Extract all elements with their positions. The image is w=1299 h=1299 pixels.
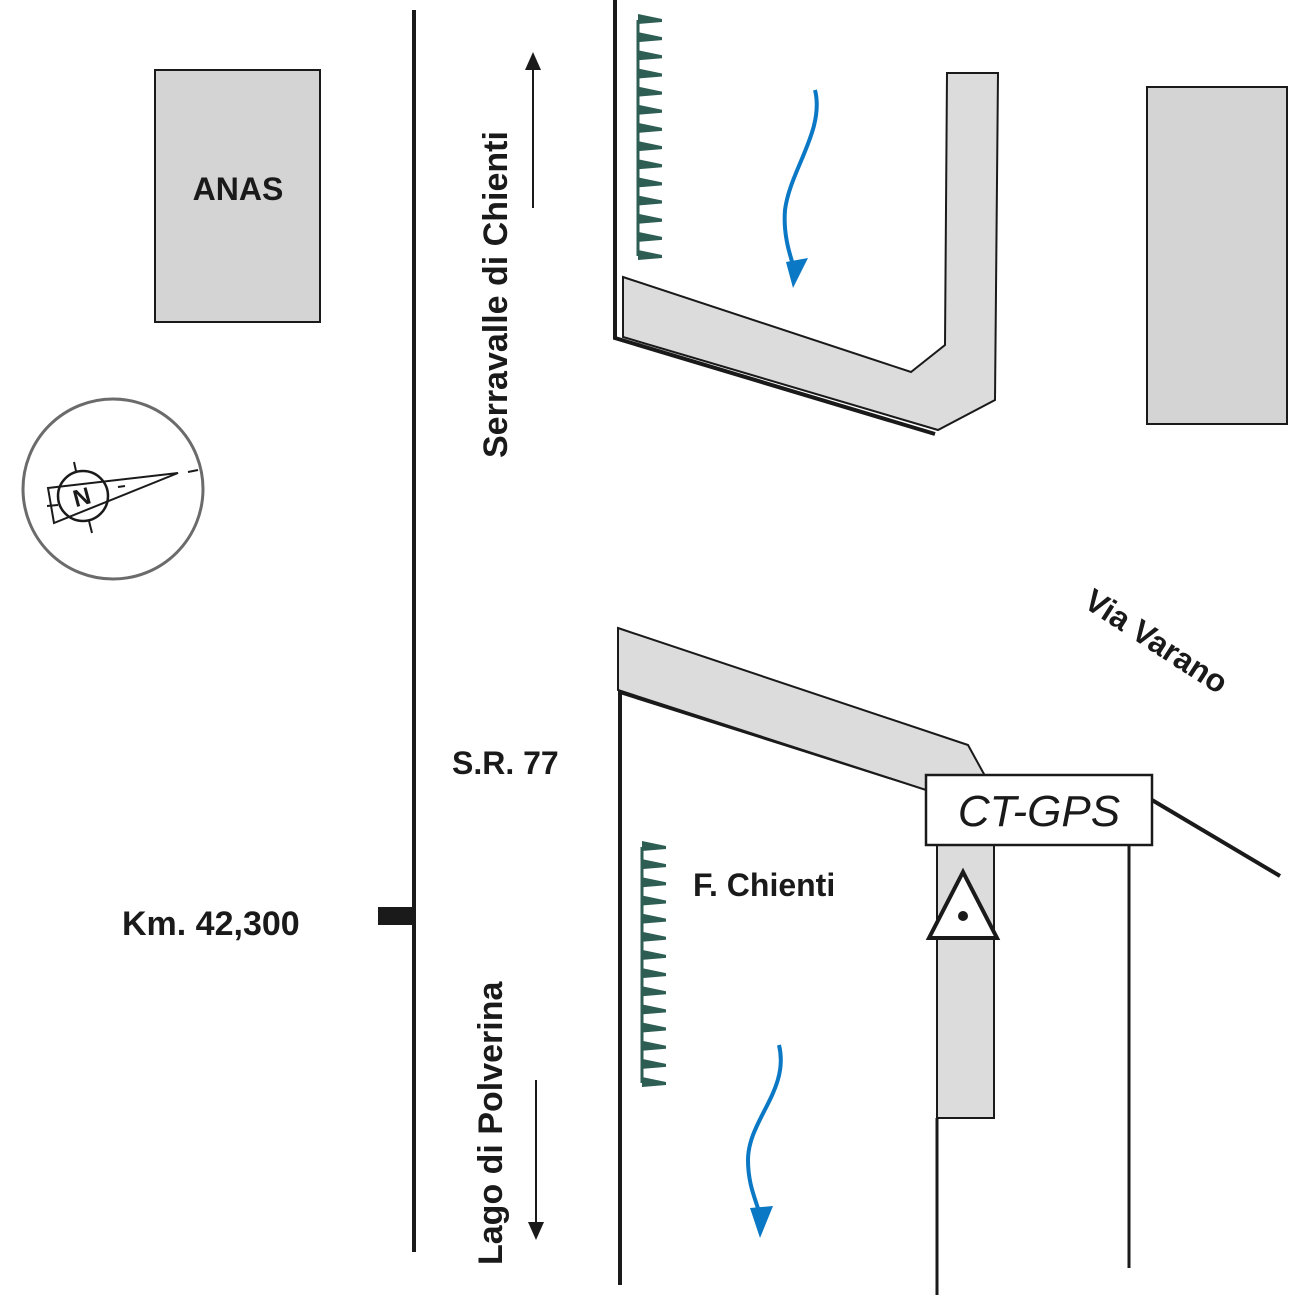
bank-mark xyxy=(638,122,662,133)
bank-mark xyxy=(642,895,666,906)
north-bank-marks xyxy=(636,14,662,260)
compass-icon: N xyxy=(21,397,205,581)
bank-mark xyxy=(642,1058,666,1069)
bank-mark xyxy=(638,141,662,152)
bank-mark xyxy=(642,931,666,942)
station-label-box xyxy=(924,773,1154,847)
bank-mark xyxy=(638,68,662,79)
south-road xyxy=(617,626,992,792)
bank-mark xyxy=(638,50,662,61)
north-road xyxy=(622,72,1000,432)
bank-mark xyxy=(638,86,662,97)
anas-label: ANAS xyxy=(193,171,284,207)
river-label: F. Chienti xyxy=(693,867,835,903)
bank-mark xyxy=(642,913,666,924)
north-bank-line xyxy=(613,0,936,436)
km-marker-label: Km. 42,300 xyxy=(122,905,300,943)
river-flow-arrow-south xyxy=(745,1044,783,1238)
bank-mark xyxy=(642,859,666,870)
bank-mark xyxy=(642,1077,666,1087)
bank-mark xyxy=(638,177,662,188)
river-flow-arrow-north xyxy=(782,89,819,288)
bank-mark xyxy=(642,1004,666,1015)
north-destination-label: Serravalle di Chienti xyxy=(477,131,515,458)
bank-mark xyxy=(642,986,666,997)
south-bank-marks xyxy=(640,841,666,1087)
north-direction: Serravalle di Chienti xyxy=(477,52,541,458)
bank-mark xyxy=(642,877,666,888)
station-label: CT-GPS xyxy=(958,787,1120,836)
bank-mark xyxy=(638,250,662,260)
via-varano-road xyxy=(1150,798,1282,878)
bank-mark xyxy=(642,968,666,979)
gps-station-icon xyxy=(925,867,1001,940)
bank-mark xyxy=(638,213,662,224)
km-marker xyxy=(378,907,414,925)
svg-text:N: N xyxy=(70,482,94,513)
bank-mark xyxy=(638,159,662,170)
east-building xyxy=(1146,86,1288,425)
bank-mark xyxy=(642,1040,666,1051)
bank-mark xyxy=(642,1022,666,1033)
bank-mark xyxy=(638,104,662,115)
bank-mark xyxy=(642,841,666,851)
bank-mark xyxy=(638,32,662,43)
bank-mark xyxy=(638,231,662,242)
bank-mark xyxy=(638,14,662,24)
south-bank-line xyxy=(618,689,931,1285)
via-varano-label: Via Varano xyxy=(1078,582,1234,701)
bank-mark xyxy=(642,949,666,960)
south-direction: Lago di Polverina xyxy=(472,981,544,1265)
anas-building xyxy=(154,69,321,323)
main-road-label: S.R. 77 xyxy=(452,745,559,781)
south-destination-label: Lago di Polverina xyxy=(472,981,510,1265)
south-arrow-icon xyxy=(528,1222,544,1240)
bank-mark xyxy=(638,195,662,206)
north-arrow-icon xyxy=(525,52,541,70)
